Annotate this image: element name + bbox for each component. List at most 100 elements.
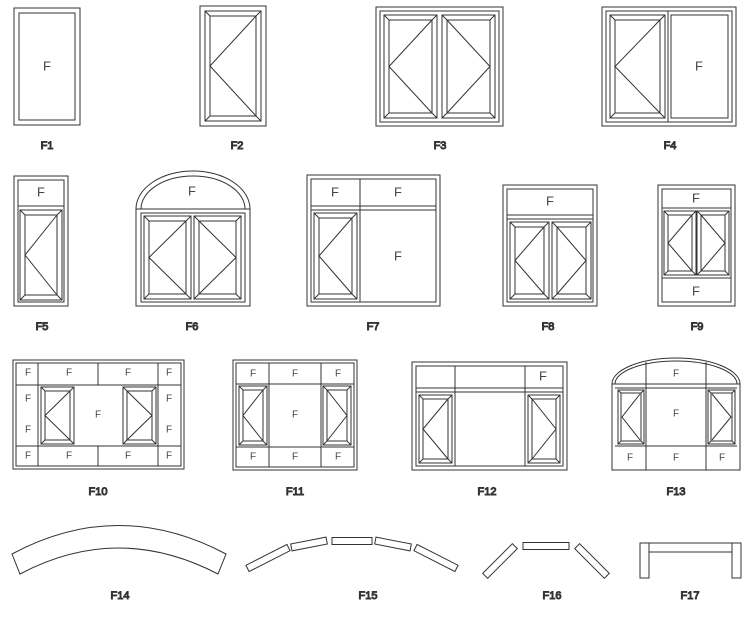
sash-outer xyxy=(551,221,592,300)
sash-outer xyxy=(418,394,453,464)
sash-corner xyxy=(346,385,352,391)
frame-line xyxy=(415,365,564,467)
fixed-mark: F xyxy=(37,184,45,199)
arch-inner xyxy=(614,360,738,385)
opening-mark xyxy=(667,214,693,272)
arched-frame xyxy=(135,170,251,307)
sash-corner xyxy=(351,293,358,300)
window-f5: F xyxy=(13,175,69,307)
sash-corner xyxy=(69,439,75,445)
fixed-mark: F xyxy=(673,369,679,380)
sash-outer xyxy=(663,210,697,276)
fixed-mark: F xyxy=(335,369,341,380)
opening-mark xyxy=(24,214,58,296)
fixed-mark: F xyxy=(250,369,256,380)
sash-outer xyxy=(238,385,268,446)
sash-corner xyxy=(262,440,268,446)
fixed-mark: F xyxy=(627,453,633,464)
caption-f12: F12 xyxy=(478,486,497,498)
fixed-mark: F xyxy=(335,452,341,463)
sash-corner xyxy=(659,14,666,21)
sash-corner xyxy=(322,385,328,391)
fixed-mark: F xyxy=(43,58,51,73)
curved-profile xyxy=(11,525,227,575)
sash-outer xyxy=(441,14,496,119)
frame-line xyxy=(375,6,504,127)
sash-corner xyxy=(204,10,211,17)
frame-line xyxy=(199,5,267,127)
fixed-mark: F xyxy=(692,283,700,298)
sash-corner xyxy=(441,112,448,119)
sash-corner xyxy=(193,215,200,222)
sash-inner xyxy=(667,214,693,272)
fixed-mark: F xyxy=(539,368,547,383)
caption-f14: F14 xyxy=(111,590,130,602)
sash-corner xyxy=(322,440,328,446)
frame-line xyxy=(306,174,441,307)
sash-corner xyxy=(731,389,736,394)
window-f12: F xyxy=(411,361,568,471)
sash-corner xyxy=(543,293,550,300)
caption-f3: F3 xyxy=(434,140,447,152)
sash-inner xyxy=(209,15,257,117)
sash-corner xyxy=(731,440,736,445)
frame-line xyxy=(657,184,736,307)
fixed-mark: F xyxy=(394,248,402,263)
sash-corner xyxy=(696,270,702,276)
sash-outer xyxy=(122,386,157,445)
sash-corner xyxy=(609,14,616,21)
sash-corner xyxy=(40,439,46,445)
sash-corner xyxy=(193,293,200,300)
sash-corner xyxy=(551,293,558,300)
sash-inner xyxy=(388,19,433,114)
opening-mark xyxy=(621,393,641,441)
sash-corner xyxy=(418,458,424,464)
sash-corner xyxy=(40,386,46,392)
frame-line xyxy=(13,175,69,307)
profile-segment xyxy=(522,542,570,550)
frame-line xyxy=(601,6,737,127)
caption-f4: F4 xyxy=(664,140,677,152)
frame-line xyxy=(411,361,568,471)
caption-f5: F5 xyxy=(36,321,49,333)
sash-corner xyxy=(122,386,128,392)
frame-line xyxy=(379,10,500,123)
caption-f1: F1 xyxy=(41,140,54,152)
profile-segment xyxy=(374,536,412,552)
frame-line xyxy=(232,359,358,471)
frame-line xyxy=(18,12,76,121)
frame-line xyxy=(310,178,437,303)
opening-mark xyxy=(209,15,257,117)
sash-inner xyxy=(710,392,733,442)
opening-mark xyxy=(126,390,153,441)
sash-inner xyxy=(126,390,153,441)
sash-corner xyxy=(543,221,550,228)
caption-f6: F6 xyxy=(186,321,199,333)
caption-f9: F9 xyxy=(691,321,704,333)
sash-corner xyxy=(313,212,320,219)
sash-corner xyxy=(585,221,592,228)
sash-inner xyxy=(614,19,661,114)
profile-f16 xyxy=(481,542,611,580)
sash-corner xyxy=(691,210,697,216)
fixed-mark: F xyxy=(292,369,298,380)
fixed-mark: F xyxy=(692,190,700,205)
sash-outer xyxy=(383,14,438,119)
sash-inner xyxy=(148,220,187,295)
frame-line xyxy=(506,188,594,303)
sash-inner xyxy=(198,220,237,295)
sash-corner xyxy=(19,294,26,301)
fixed-mark: F xyxy=(673,453,679,464)
opening-mark xyxy=(318,217,353,295)
opening-mark xyxy=(326,389,348,442)
fixed-mark: F xyxy=(25,368,31,379)
sash-corner xyxy=(143,215,150,222)
caption-f16: F16 xyxy=(543,590,562,602)
opening-mark xyxy=(514,226,545,295)
sash-corner xyxy=(707,440,712,445)
sash-corner xyxy=(255,115,262,122)
